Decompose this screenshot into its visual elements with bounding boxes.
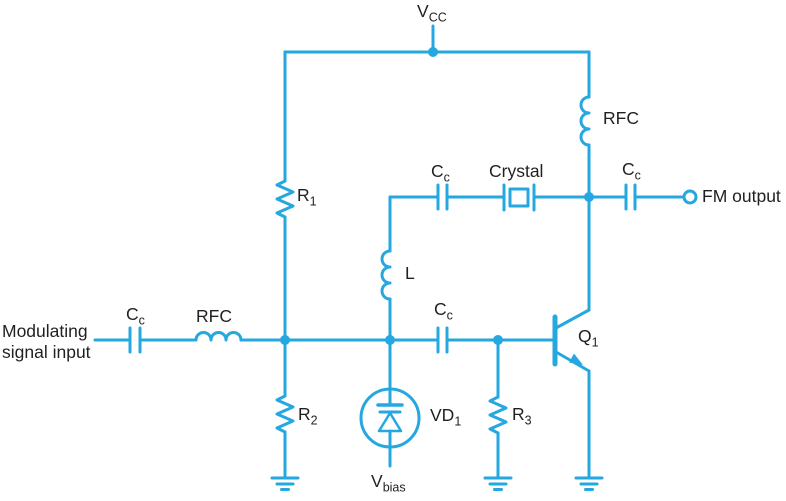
transistor-q1 bbox=[552, 308, 591, 373]
capacitor-cc-base bbox=[436, 326, 449, 354]
inductor-l bbox=[380, 249, 392, 301]
label-r1: R1 bbox=[297, 185, 317, 209]
capacitor-cc-input bbox=[128, 326, 142, 354]
label-vd1: VD1 bbox=[430, 405, 462, 429]
label-r3: R3 bbox=[512, 404, 532, 428]
label-cc-input: Cc bbox=[126, 304, 145, 328]
label-cc-output: Cc bbox=[622, 159, 641, 183]
ground-symbol-r3 bbox=[483, 476, 513, 491]
label-vcc: VCC bbox=[417, 1, 447, 25]
terminal-fm-output bbox=[682, 189, 698, 205]
label-fm-output: FM output bbox=[702, 186, 781, 206]
ground-symbol-emitter bbox=[574, 476, 604, 491]
label-cc-crystal: Cc bbox=[431, 161, 450, 185]
label-l: L bbox=[405, 263, 415, 283]
label-r2: R2 bbox=[298, 404, 318, 428]
crystal-symbol bbox=[502, 183, 536, 212]
junction-dots bbox=[280, 47, 594, 345]
capacitor-cc-output bbox=[624, 183, 637, 211]
inductor-rfc-top bbox=[579, 95, 591, 147]
label-q1: Q1 bbox=[578, 326, 599, 350]
resistor-r3 bbox=[488, 395, 508, 435]
label-rfc-top: RFC bbox=[603, 108, 639, 128]
label-rfc-input: RFC bbox=[196, 306, 232, 326]
inductor-rfc-input bbox=[194, 331, 243, 342]
label-modulating-input: Modulating signal input bbox=[2, 321, 91, 362]
resistor-r2 bbox=[275, 394, 295, 434]
ground-symbol-r2 bbox=[270, 476, 300, 491]
label-cc-base: Cc bbox=[434, 299, 453, 323]
resistor-r1 bbox=[275, 179, 295, 219]
label-crystal: Crystal bbox=[489, 161, 544, 181]
label-vbias: Vbias bbox=[371, 471, 406, 495]
varactor-vd1 bbox=[359, 387, 421, 449]
capacitor-cc-crystal bbox=[436, 183, 449, 211]
